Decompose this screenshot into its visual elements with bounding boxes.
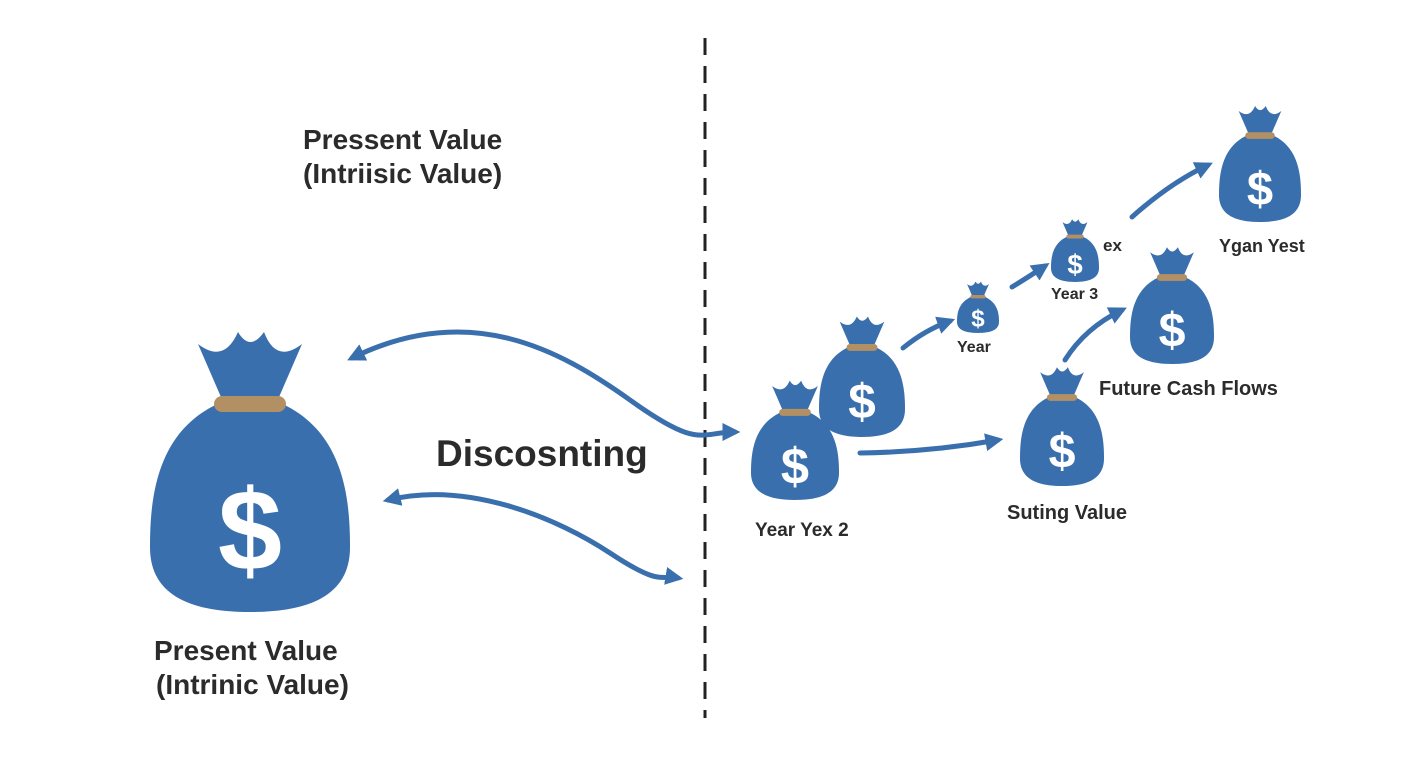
year-label: Year (957, 339, 991, 356)
growth-arrow-4 (857, 433, 1004, 456)
discounting-label: Discosnting (436, 433, 648, 474)
top-present-value-title-line2: (Intriisic Value) (303, 158, 503, 189)
future-cash-flows-bag: $ (1130, 247, 1214, 364)
dollar-sign-icon: $ (1159, 303, 1186, 357)
year-2-bag: $ (751, 380, 839, 500)
dollar-sign-icon: $ (848, 375, 876, 430)
growth-arrow-2 (1009, 263, 1050, 290)
dollar-sign-icon: $ (781, 438, 809, 495)
present-value-label-line1: Present Value (154, 635, 338, 666)
dollar-sign-icon: $ (218, 467, 282, 595)
discount-arrow-lower (382, 488, 684, 585)
year-yex-2-label: Year Yex 2 (755, 520, 849, 541)
dollar-sign-icon: $ (1247, 162, 1273, 215)
present-value-bag: $ (150, 332, 350, 612)
present-value-label-line2: (Intrinic Value) (156, 669, 349, 700)
future-cash-flows-label: Future Cash Flows (1099, 378, 1278, 400)
year-last-bag: $ (1219, 106, 1301, 222)
discount-arrow-upper (347, 329, 741, 442)
dollar-sign-icon: $ (1049, 425, 1076, 479)
dollar-sign-icon: $ (1067, 249, 1082, 280)
suting-value-bag: $ (1020, 367, 1104, 486)
year-1-bag: $ (957, 281, 999, 333)
growth-arrow-5 (1062, 307, 1127, 363)
ex-label: ex (1103, 236, 1122, 255)
suting-value-label: Suting Value (1007, 502, 1128, 524)
year-2b-bag: $ (819, 316, 905, 437)
year-3-bag: $ (1051, 219, 1099, 282)
growth-arrow-1 (900, 316, 956, 351)
growth-arrow-3 (1129, 162, 1213, 220)
top-present-value-title-line1: Pressent Value (303, 124, 503, 155)
year-3-label: Year 3 (1051, 286, 1099, 303)
ygan-yest-label: Ygan Yest (1219, 236, 1305, 256)
dollar-sign-icon: $ (971, 306, 985, 333)
